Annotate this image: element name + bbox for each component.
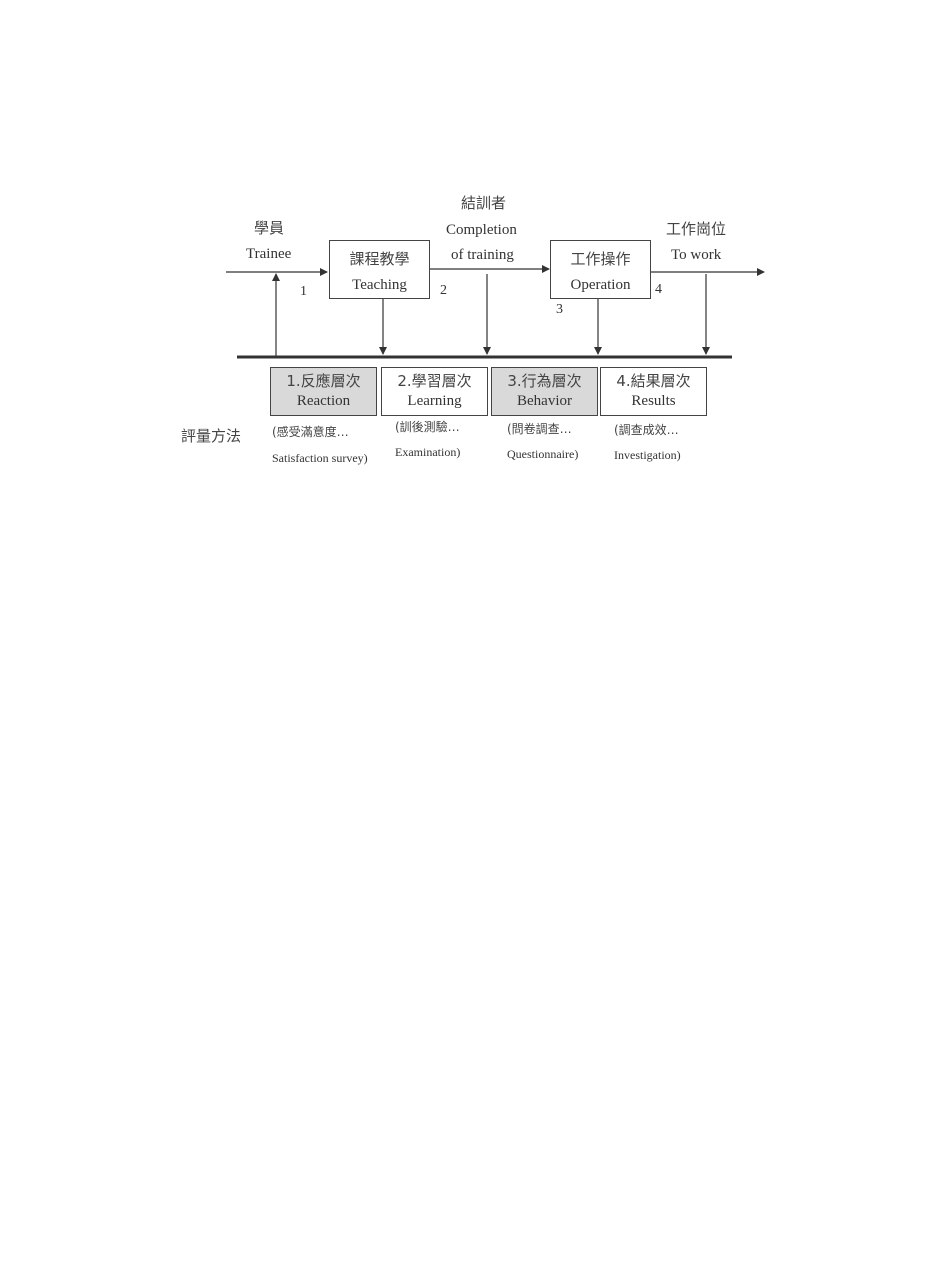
level-title: 1.反應層次 — [286, 372, 361, 390]
completion-en-label-1: Completion — [446, 222, 517, 238]
method-en-reaction: Satisfaction survey) — [272, 451, 368, 465]
method-cn-behavior: (問卷調查… — [507, 422, 572, 436]
method-en-learning: Examination) — [395, 445, 461, 459]
level-name: Reaction — [296, 393, 351, 409]
method-cn-results: (調查成效… — [614, 423, 679, 437]
work-cn-label: 工作崗位 — [666, 220, 727, 238]
level-box-results: 4.結果層次 Results — [600, 367, 707, 416]
level-box-behavior: 3.行為層次 Behavior — [491, 367, 598, 416]
method-en-results: Investigation) — [614, 448, 681, 462]
trainee-cn-label: 學員 — [254, 219, 285, 237]
level-name: Behavior — [517, 393, 572, 409]
work-en-label: To work — [671, 247, 722, 263]
step-number-4: 4 — [655, 282, 662, 297]
operation-box: 工作操作 Operation — [550, 240, 651, 299]
level-title: 3.行為層次 — [507, 372, 582, 390]
level-name: Learning — [407, 393, 462, 409]
completion-cn-label: 結訓者 — [461, 194, 507, 212]
level-name: Results — [631, 393, 676, 409]
step-number-1: 1 — [300, 284, 307, 299]
operation-cn-label: 工作操作 — [570, 250, 631, 268]
level-box-reaction: 1.反應層次 Reaction — [270, 367, 377, 416]
level-title: 2.學習層次 — [397, 372, 472, 390]
trainee-en-label: Trainee — [246, 246, 292, 262]
level-title: 4.結果層次 — [616, 372, 691, 390]
method-cn-learning: (訓後測驗… — [395, 420, 460, 434]
operation-en-label: Operation — [570, 277, 631, 293]
level-box-learning: 2.學習層次 Learning — [381, 367, 488, 416]
teaching-box: 課程教學 Teaching — [329, 240, 430, 299]
method-cn-reaction: (感受滿意度… — [272, 425, 349, 439]
teaching-en-label: Teaching — [352, 277, 407, 293]
evaluation-method-label: 評量方法 — [181, 427, 242, 445]
completion-en-label-2: of training — [451, 247, 514, 263]
step-number-3: 3 — [556, 302, 563, 317]
step-number-2: 2 — [440, 283, 447, 298]
teaching-cn-label: 課程教學 — [349, 250, 410, 268]
method-en-behavior: Questionnaire) — [507, 447, 579, 461]
